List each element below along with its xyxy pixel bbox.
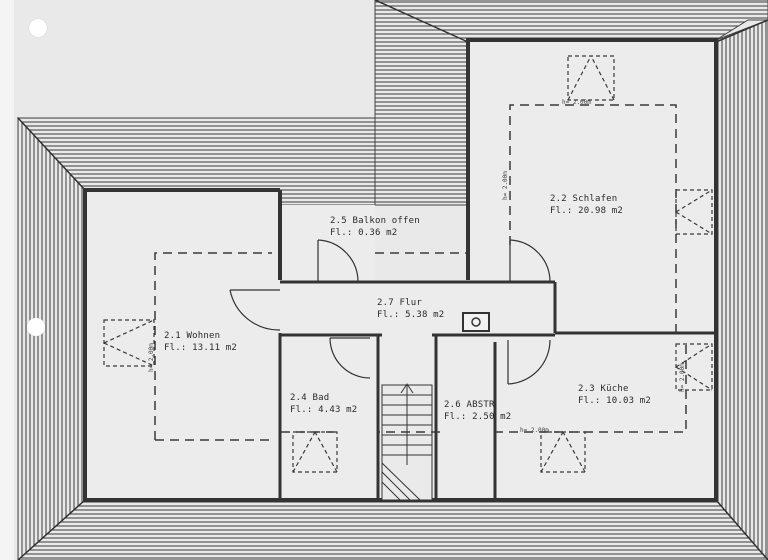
room-name: 2.7 Flur xyxy=(377,298,422,308)
room-name: 2.3 Küche xyxy=(578,384,629,394)
room-label-abstr: 2.6 ABSTR Fl.: 2.50 m2 xyxy=(444,399,511,423)
room-area: Fl.: 10.03 m2 xyxy=(578,396,652,406)
room-label-bad: 2.4 Bad Fl.: 4.43 m2 xyxy=(290,392,357,416)
height-label-kueche-bottom: h= 2.00m xyxy=(520,427,549,434)
room-name: 2.6 ABSTR xyxy=(444,400,495,410)
room-label-schlafen: 2.2 Schlafen Fl.: 20.98 m2 xyxy=(550,193,623,217)
room-area: Fl.: 2.50 m2 xyxy=(444,412,512,422)
room-area: Fl.: 13.11 m2 xyxy=(164,343,238,353)
room-name: 2.5 Balkon offen xyxy=(330,216,420,226)
room-label-flur: 2.7 Flur Fl.: 5.38 m2 xyxy=(377,297,444,321)
height-label-schlafen-top: h= 2.00m xyxy=(562,99,591,106)
room-name: 2.4 Bad xyxy=(290,393,330,403)
room-label-kueche: 2.3 Küche Fl.: 10.03 m2 xyxy=(578,383,651,407)
room-label-wohnen: 2.1 Wohnen Fl.: 13.11 m2 xyxy=(164,330,237,354)
room-label-balkon: 2.5 Balkon offen Fl.: 0.36 m2 xyxy=(330,215,420,239)
room-area: Fl.: 5.38 m2 xyxy=(377,310,445,320)
room-area: Fl.: 20.98 m2 xyxy=(550,206,624,216)
punch-hole-top xyxy=(29,19,47,37)
height-label-kueche-right: h= 2.00m xyxy=(679,363,686,392)
room-name: 2.1 Wohnen xyxy=(164,331,221,341)
room-area: Fl.: 4.43 m2 xyxy=(290,405,358,415)
room-area: Fl.: 0.36 m2 xyxy=(330,228,398,238)
punch-hole-middle xyxy=(27,318,45,336)
height-label-schlafen-left: h= 2.00m xyxy=(502,171,509,200)
height-label-wohnen-left: h= 2.00m xyxy=(148,343,155,372)
room-name: 2.2 Schlafen xyxy=(550,194,618,204)
